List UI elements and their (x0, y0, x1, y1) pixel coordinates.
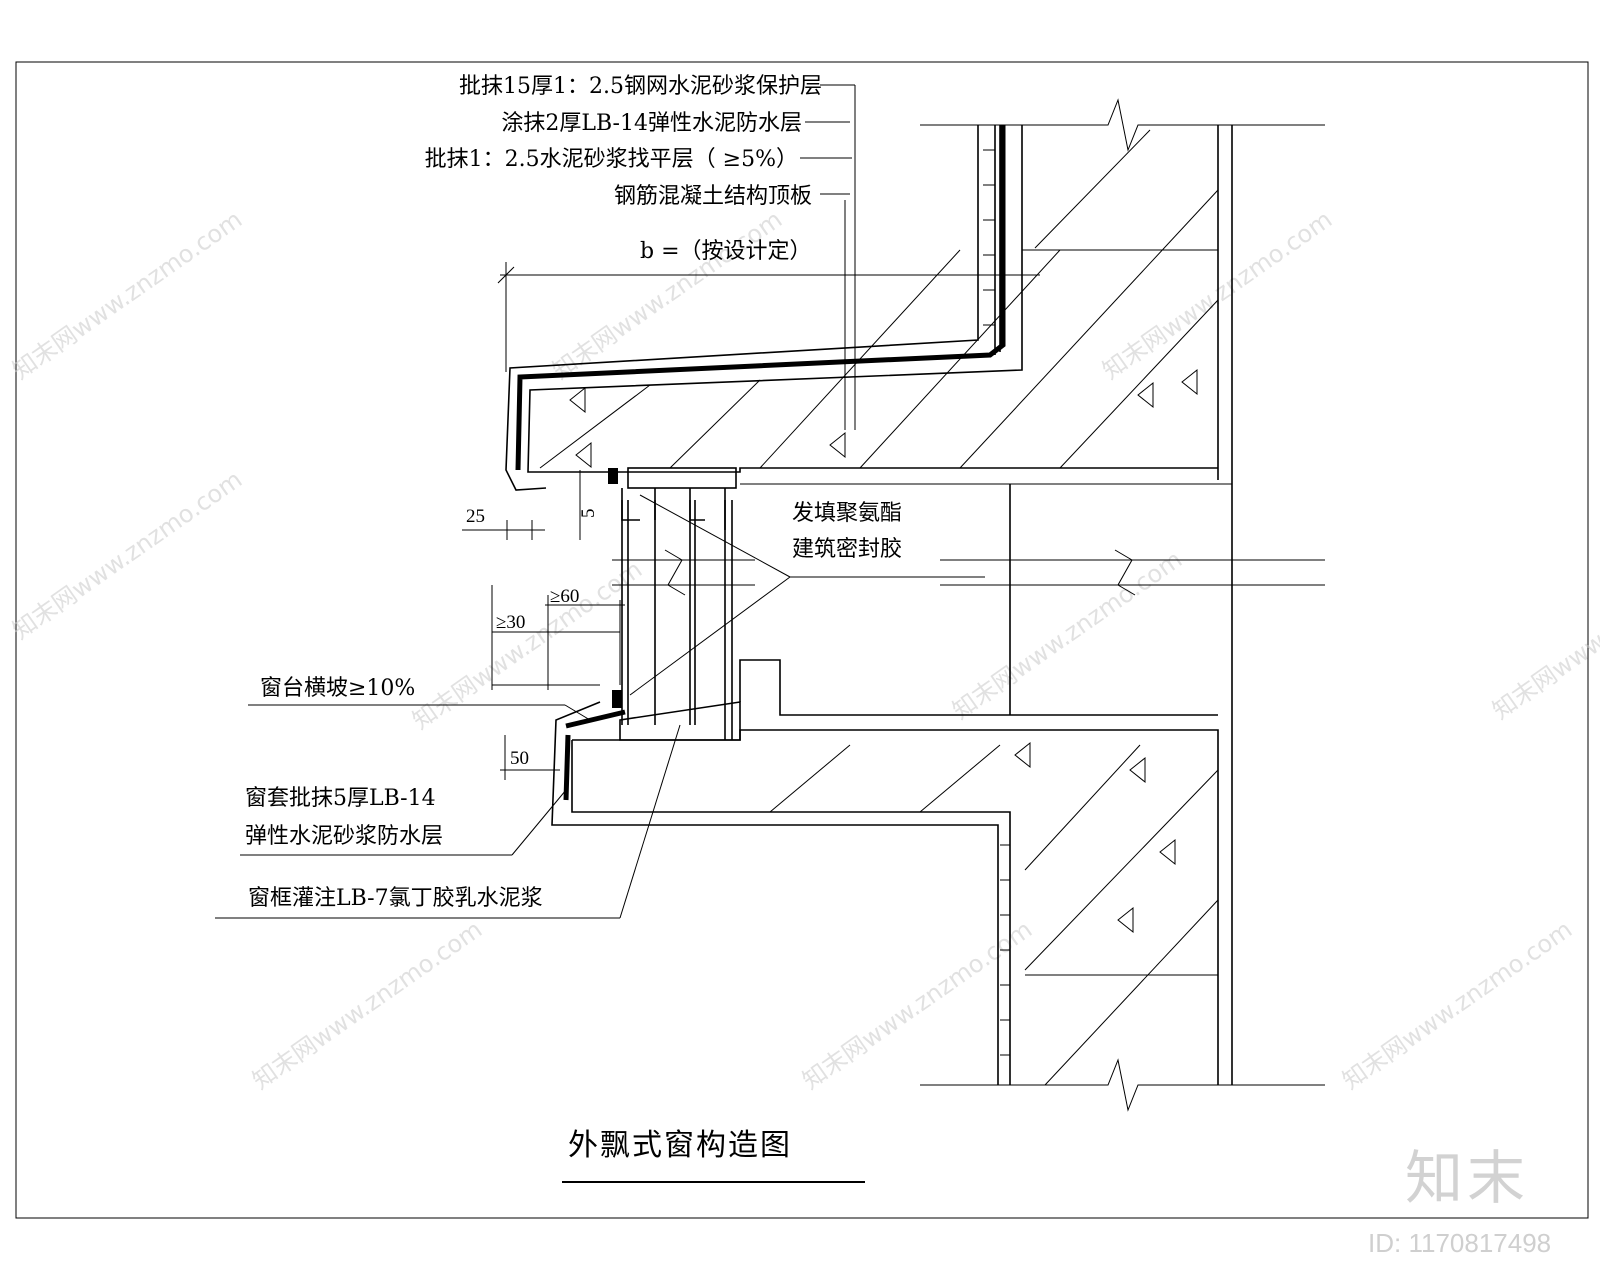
label-protection-layer: 批抹15厚1：2.5钢网水泥砂浆保护层 (459, 74, 822, 99)
label-sealant-1: 发填聚氨酯 (792, 501, 902, 526)
watermark-text: 知末网www.znzmo.com (1487, 545, 1600, 725)
dim-60: ≥60 (550, 586, 579, 607)
window-frame (608, 467, 755, 741)
watermark-text: 知末网www.znzmo.com (407, 555, 647, 735)
watermark-group: 知末网www.znzmo.com 知末网www.znzmo.com 知末网www… (7, 205, 1600, 1095)
label-dim-b: b =（按设计定） (640, 239, 812, 264)
label-slab: 钢筋混凝土结构顶板 (614, 184, 812, 209)
watermark-text: 知末网www.znzmo.com (247, 915, 487, 1095)
leader-lines (215, 84, 985, 919)
dimension-lines (462, 262, 1040, 780)
watermark-text: 知末网www.znzmo.com (947, 545, 1187, 725)
label-waterproof-layer: 涂抹2厚LB-14弹性水泥防水层 (501, 111, 802, 136)
lower-structure (551, 701, 1325, 1112)
image-id: ID: 1170817498 (1368, 1228, 1551, 1258)
watermark-text: 知末网www.znzmo.com (1337, 915, 1577, 1095)
label-leveling-layer: 批抹1：2.5水泥砂浆找平层（ ≥5%） (425, 147, 798, 172)
dim-25: 25 (466, 506, 485, 527)
label-sleeve-2: 弹性水泥砂浆防水层 (245, 824, 443, 849)
drawing-title: 外飘式窗构造图 (568, 1128, 792, 1163)
dim-50: 50 (510, 748, 529, 769)
dim-30: ≥30 (496, 612, 525, 633)
upper-structure (505, 98, 1325, 1085)
label-sleeve-1: 窗套批抹5厚LB-14 (245, 786, 436, 811)
mid-wall (739, 484, 1325, 716)
watermark-text: 知末网www.znzmo.com (7, 205, 247, 385)
label-sill-slope: 窗台横坡≥10% (260, 676, 415, 701)
label-sealant-2: 建筑密封胶 (792, 537, 902, 562)
annotation-labels: 批抹15厚1：2.5钢网水泥砂浆保护层 涂抹2厚LB-14弹性水泥防水层 批抹1… (245, 74, 902, 911)
label-frame-grout: 窗框灌注LB-7氯丁胶乳水泥浆 (248, 886, 543, 911)
drawing-frame (15, 61, 1589, 1219)
watermark-text: 知末网www.znzmo.com (7, 465, 247, 645)
brand-logo: 知末 (1405, 1144, 1529, 1212)
dim-5: 5 (578, 509, 599, 519)
watermark-text: 知末网www.znzmo.com (797, 915, 1037, 1095)
